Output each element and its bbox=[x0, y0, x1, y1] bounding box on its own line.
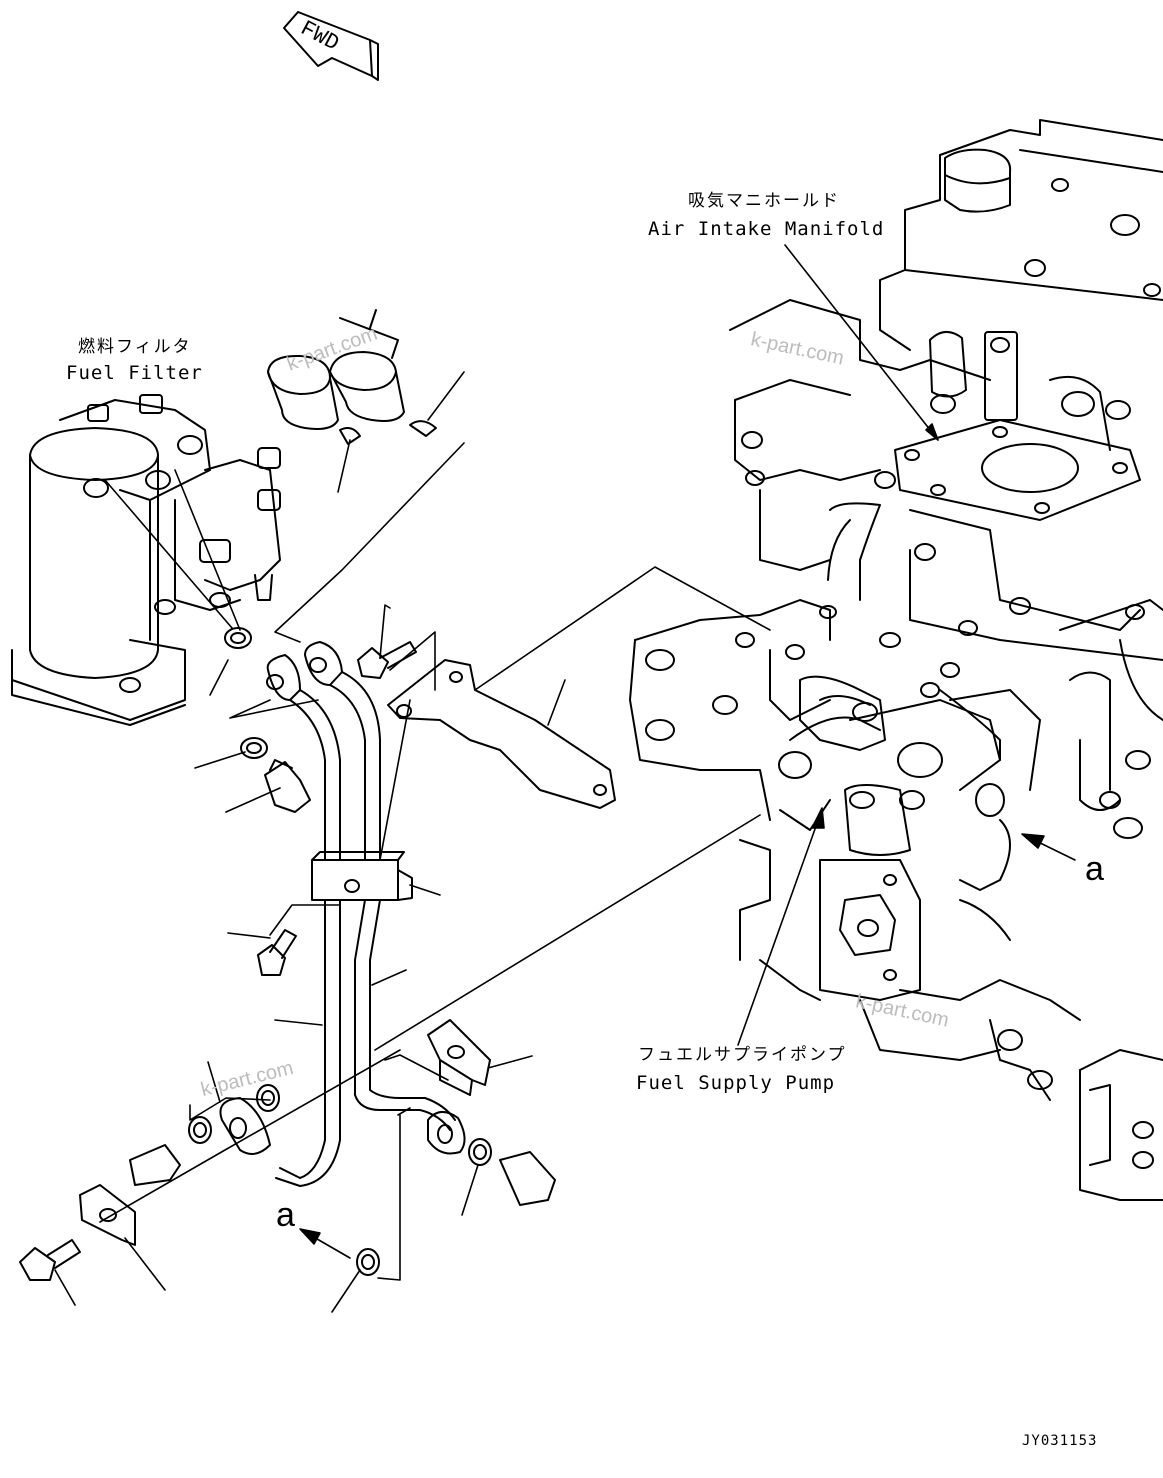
fuel-pipes bbox=[219, 641, 466, 1187]
engine-block bbox=[629, 119, 1163, 1201]
callout-arrows bbox=[299, 244, 1076, 1259]
air-intake-label-en: Air Intake Manifold bbox=[648, 218, 885, 240]
clip-left bbox=[79, 1184, 136, 1246]
fuel-filter-label-en: Fuel Filter bbox=[66, 362, 203, 384]
fuel-pump-label-en: Fuel Supply Pump bbox=[636, 1072, 836, 1094]
air-intake-label-jp: 吸気マニホールド bbox=[688, 191, 840, 211]
leader-lines bbox=[54, 371, 771, 1313]
mounting-bracket bbox=[387, 659, 616, 809]
view-marker-pipe: a bbox=[276, 1196, 295, 1234]
fwd-arrow-icon bbox=[283, 11, 379, 81]
fuel-filter bbox=[11, 394, 281, 726]
pipe-clamp bbox=[311, 851, 413, 901]
fuel-filter-label-jp: 燃料フィルタ bbox=[78, 337, 192, 357]
filter-caps bbox=[267, 309, 437, 445]
hardware bbox=[19, 627, 556, 1281]
drawing-code: JY031153 bbox=[1022, 1433, 1098, 1449]
fuel-pump-label-jp: フュエルサプライポンプ bbox=[638, 1045, 847, 1065]
clip-right bbox=[427, 1019, 491, 1096]
view-marker-engine: a bbox=[1085, 850, 1104, 888]
